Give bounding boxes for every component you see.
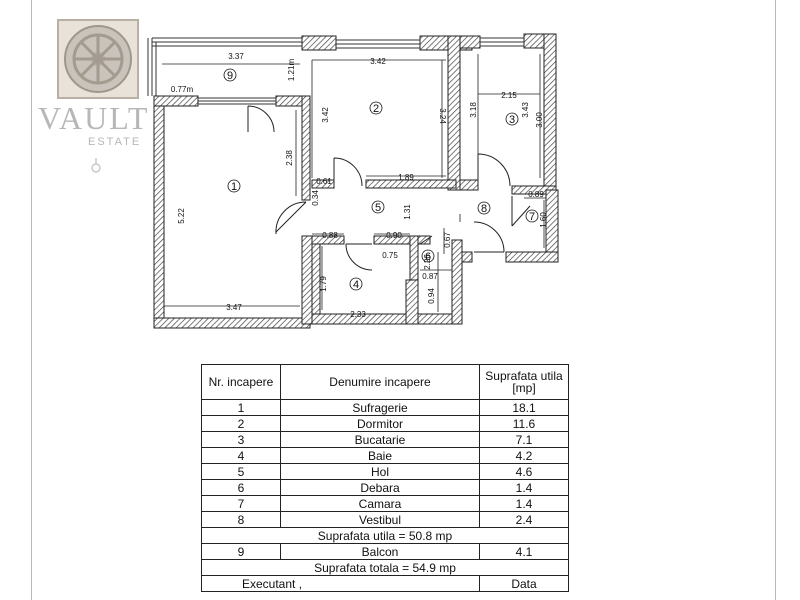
room-numbers bbox=[223, 68, 539, 291]
room-label-7: 7 bbox=[529, 211, 535, 223]
table-row: 4 Baie 4.2 bbox=[201, 447, 569, 464]
dim-077: 0.77m bbox=[171, 85, 194, 94]
cell-area: 2.4 bbox=[479, 511, 569, 528]
dim-room3-width: 2.15 bbox=[501, 91, 517, 100]
cell-name: Camara bbox=[280, 495, 480, 512]
cell-nr: 7 bbox=[201, 495, 281, 512]
cell-name: Sufragerie bbox=[280, 399, 480, 416]
balcony-walls bbox=[147, 37, 302, 96]
dim-094: 0.94 bbox=[427, 288, 436, 304]
dim-balcony-width: 3.37 bbox=[228, 52, 244, 61]
cell-nr: 4 bbox=[201, 447, 281, 464]
total-row: Suprafata totala = 54.9 mp bbox=[201, 559, 569, 576]
dim-067: 0.67 bbox=[443, 232, 452, 248]
dim-room3-mid: 3.43 bbox=[521, 102, 530, 118]
cell-name: Debara bbox=[280, 479, 480, 496]
dim-room3-right: 3.00 bbox=[535, 112, 544, 128]
room-label-1: 1 bbox=[231, 181, 237, 193]
dim-090: 0.90 bbox=[386, 231, 402, 240]
dim-189: 1.89 bbox=[398, 173, 414, 182]
executant-cell: Executant , bbox=[201, 575, 480, 592]
cell-area: 1.4 bbox=[479, 495, 569, 512]
watermark-brand: VAULT bbox=[38, 100, 150, 136]
room-label-6: 6 bbox=[425, 251, 431, 263]
header-name: Denumire incapere bbox=[280, 364, 480, 400]
header-nr: Nr. incapere bbox=[201, 364, 281, 400]
cell-nr: 8 bbox=[201, 511, 281, 528]
subtotal-row: Suprafata utila = 50.8 mp bbox=[201, 527, 569, 544]
dim-balcony-depth: 1.21m bbox=[287, 59, 296, 82]
page-border-right bbox=[775, 0, 776, 600]
dim-089: 0.89 bbox=[528, 190, 544, 199]
cell-nr: 5 bbox=[201, 463, 281, 480]
room-label-3: 3 bbox=[509, 114, 515, 126]
dim-room2-right: 3.24 bbox=[438, 108, 447, 124]
dim-075: 0.75 bbox=[382, 251, 398, 260]
dimension-lines bbox=[162, 54, 546, 315]
dim-061: 0.61 bbox=[316, 177, 332, 186]
dimension-labels: 3.37 1.21m 0.77m 3.42 3.42 3.24 2.15 3.1… bbox=[171, 52, 548, 319]
dim-room2-left: 3.42 bbox=[321, 107, 330, 123]
header-area: Suprafata utila [mp] bbox=[479, 364, 569, 400]
cell-name: Hol bbox=[280, 463, 480, 480]
cell-area: 4.2 bbox=[479, 447, 569, 464]
cell-area: 1.4 bbox=[479, 479, 569, 496]
table-row: 3 Bucatarie 7.1 bbox=[201, 431, 569, 448]
dim-088: 0.88 bbox=[322, 231, 338, 240]
room-label-9: 9 bbox=[227, 70, 233, 82]
room-label-2: 2 bbox=[373, 103, 379, 115]
data-cell: Data bbox=[479, 575, 569, 592]
table-row: 6 Debara 1.4 bbox=[201, 479, 569, 496]
cell-nr: 6 bbox=[201, 479, 281, 496]
dim-522: 5.22 bbox=[177, 208, 186, 224]
floor-plan: 3.37 1.21m 0.77m 3.42 3.42 3.24 2.15 3.1… bbox=[147, 33, 559, 329]
cell-area: 18.1 bbox=[479, 399, 569, 416]
cell-area: 11.6 bbox=[479, 415, 569, 432]
cell-name: Bucatarie bbox=[280, 431, 480, 448]
table-row: 5 Hol 4.6 bbox=[201, 463, 569, 480]
room-label-5: 5 bbox=[375, 202, 381, 214]
dim-room3-left: 3.18 bbox=[469, 102, 478, 118]
room-area-table: Nr. incapere Denumire incapere Suprafata… bbox=[201, 364, 569, 592]
dim-131: 1.31 bbox=[403, 204, 412, 220]
table-row: 2 Dormitor 11.6 bbox=[201, 415, 569, 432]
cell-nr: 2 bbox=[201, 415, 281, 432]
table-row: 7 Camara 1.4 bbox=[201, 495, 569, 512]
dim-233: 2.33 bbox=[350, 310, 366, 319]
cell-area: 4.6 bbox=[479, 463, 569, 480]
vault-door-icon bbox=[57, 19, 139, 173]
cell-name: Balcon bbox=[280, 543, 480, 560]
room-label-4: 4 bbox=[353, 279, 359, 291]
watermark-sub: ESTATE bbox=[88, 136, 142, 148]
cell-area: 7.1 bbox=[479, 431, 569, 448]
cell-nr: 1 bbox=[201, 399, 281, 416]
room-label-8: 8 bbox=[481, 203, 487, 215]
dim-room2-width: 3.42 bbox=[370, 57, 386, 66]
windows bbox=[198, 37, 524, 105]
table-header-row: Nr. incapere Denumire incapere Suprafata… bbox=[201, 364, 569, 400]
dim-238: 2.38 bbox=[285, 150, 294, 166]
cell-nr: 9 bbox=[201, 543, 281, 560]
total-cell: Suprafata totala = 54.9 mp bbox=[201, 559, 569, 576]
balcony-row: 9 Balcon 4.1 bbox=[201, 543, 569, 560]
footer-row: Executant , Data bbox=[201, 575, 569, 592]
dim-160: 1.60 bbox=[539, 212, 548, 228]
cell-name: Dormitor bbox=[280, 415, 480, 432]
dim-179: 1.79 bbox=[319, 276, 328, 292]
dim-087: 0.87 bbox=[422, 272, 438, 281]
cell-nr: 3 bbox=[201, 431, 281, 448]
subtotal-cell: Suprafata utila = 50.8 mp bbox=[201, 527, 569, 544]
page-border-left bbox=[31, 0, 32, 600]
cell-name: Baie bbox=[280, 447, 480, 464]
dim-347: 3.47 bbox=[226, 303, 242, 312]
cell-area: 4.1 bbox=[479, 543, 569, 560]
dim-034: 0.34 bbox=[311, 190, 320, 206]
table-row: 8 Vestibul 2.4 bbox=[201, 511, 569, 528]
cell-name: Vestibul bbox=[280, 511, 480, 528]
table-row: 1 Sufragerie 18.1 bbox=[201, 399, 569, 416]
